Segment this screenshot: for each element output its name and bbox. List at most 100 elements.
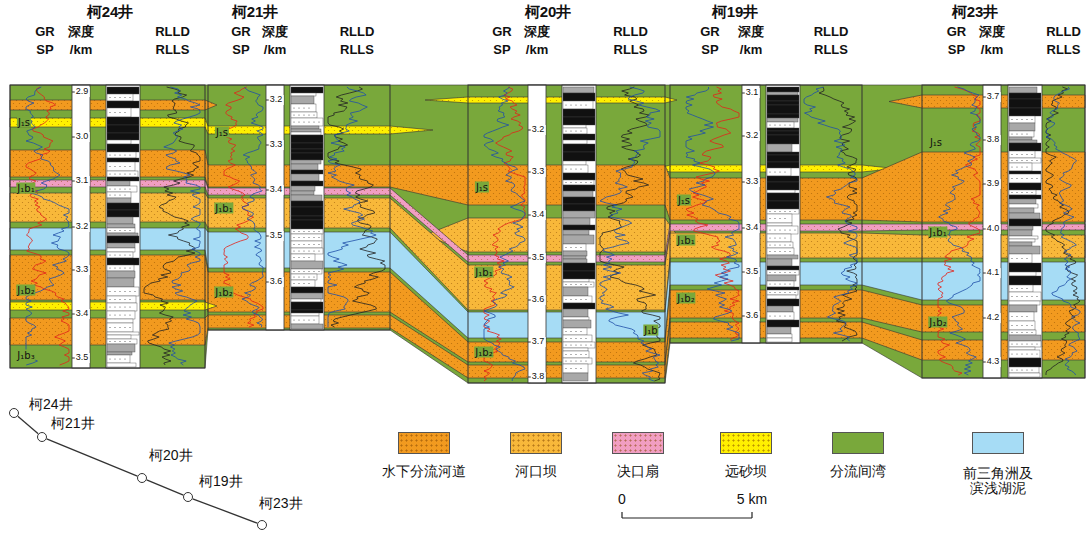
legend-swatch [832,432,884,454]
track-header: RLLS [1047,43,1081,57]
legend-text: 决口扇 [617,464,659,479]
depth-value: 3.1 [745,88,760,98]
facies-body [425,218,677,252]
depth-value: 3.4 [745,223,760,233]
track-header: /km [526,43,548,57]
track-header: SP [493,43,510,57]
track-header: /km [981,43,1003,57]
strata-label: J₁b₃ [16,350,35,361]
legend-swatch [972,432,1024,454]
track-header: GR [35,25,55,39]
well-log [208,85,390,330]
track-header: 深度 [524,25,550,39]
track-header: /km [70,43,92,57]
well-map-line [147,480,184,495]
depth-value: 3.2 [745,131,760,141]
well-map-line [47,439,138,476]
depth-value: 3.6 [745,311,760,321]
strata-label: J₁b₁ [16,183,35,194]
track-header: /km [740,43,762,57]
track-header: 深度 [738,25,764,39]
well-name: 柯24井 [29,397,73,412]
well-name: 柯20井 [149,448,193,463]
strata-label: J₁s [475,182,489,193]
depth-value: 3.3 [531,167,546,177]
scale-bar [622,512,752,518]
depth-value: 2.9 [75,87,90,97]
scale-label: 5 km [737,492,767,507]
depth-value: 4.3 [986,357,1001,367]
depth-value: 3.5 [745,267,760,277]
depth-value: 3.7 [531,337,546,347]
track-header: GR [700,25,720,39]
depth-value: 3.2 [269,95,284,105]
legend-text: 远砂坝 [725,464,767,479]
depth-value: 3.1 [75,176,90,186]
track-header: RLLD [613,25,648,39]
depth-value: 3.8 [531,372,546,382]
well-log [922,85,1085,378]
depth-value: 4.2 [986,313,1001,323]
depth-value: 3.9 [986,179,1001,189]
legend-swatch [612,432,664,454]
strata-label: J₁b₂ [474,347,493,358]
track-header: RLLS [340,43,374,57]
well-name: 柯21井 [232,4,279,21]
depth-value: 3.0 [75,132,90,142]
depth-value: 4.1 [986,268,1001,278]
well-location: 柯19井 [183,492,193,502]
well-name: 柯24井 [87,4,134,21]
track-header: GR [492,25,512,39]
depth-value: 3.3 [269,140,284,150]
track-header: RLLS [614,43,648,57]
depth-value: 3.2 [75,222,90,232]
depth-value: 3.7 [986,92,1001,102]
legend-text: 前三角洲及 滨浅湖泥 [961,466,1035,497]
well-name: 柯19井 [199,474,243,489]
well-log [670,85,862,343]
depth-value: 3.3 [745,177,760,187]
well-log [468,85,665,383]
well-location: 柯24井 [9,408,19,418]
depth-value: 3.2 [531,125,546,135]
well-name: 柯23井 [259,496,303,511]
track-header: RLLD [155,25,190,39]
depth-value: 3.6 [531,295,546,305]
depth-value: 3.5 [75,353,90,363]
interdistributary-bay [10,85,1085,383]
track-header: 深度 [979,25,1005,39]
well-location: 柯23井 [257,520,267,530]
track-header: RLLD [814,25,849,39]
strata-label: J₁b₁ [214,203,233,214]
well-name: 柯20井 [525,4,572,21]
well-name: 柯19井 [712,4,759,21]
depth-value: 3.8 [986,135,1001,145]
strata-label: J₁b₂ [16,285,35,296]
strata-label: J₁b₁ [676,235,695,246]
scale-label: 0 [618,492,626,507]
legend-text: 分流间湾 [830,464,886,479]
strata-label: J₁b₂ [676,293,695,304]
legend-swatch [510,432,562,454]
well-map-line [193,499,258,523]
strata-label: J₁s [929,137,943,148]
track-header: SP [232,43,249,57]
track-header: GR [231,25,251,39]
legend-swatch [398,432,450,454]
well-location: 柯21井 [37,432,47,442]
depth-value: 3.4 [531,210,546,220]
depth-value: 4.0 [986,224,1001,234]
well-log [10,85,205,368]
track-header: RLLD [1046,25,1081,39]
strata-label: J₁b [643,325,658,336]
strata-label: J₁b₁ [928,227,947,238]
track-header: RLLS [156,43,190,57]
strata-label: J₁s [17,117,31,128]
legend-text: 河口坝 [515,464,557,479]
track-header: RLLD [340,25,375,39]
track-header: SP [36,43,53,57]
track-header: SP [948,43,965,57]
track-header: 深度 [262,25,288,39]
depth-value: 3.4 [269,185,284,195]
depth-value: 3.5 [269,231,284,241]
